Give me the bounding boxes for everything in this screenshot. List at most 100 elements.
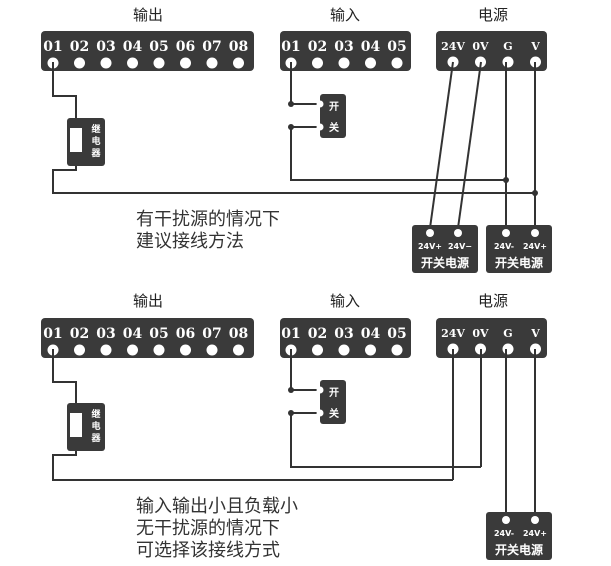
top-note-line-2: 建议接线方法 [136, 231, 244, 252]
bottom-input-terminal-label-3: 03 [334, 326, 353, 342]
top-output-header: 输出 [133, 6, 163, 24]
top-power-terminal-label-3: G [503, 40, 512, 53]
top-output-terminal-screw-7 [206, 57, 218, 69]
bottom-input-terminal-screw-3 [338, 344, 350, 356]
bottom-wire-output01-relay [52, 349, 77, 406]
bottom-relay-char-1: 继 [91, 408, 100, 420]
bottom-relay-char-2: 电 [91, 420, 100, 432]
bottom-supply-pin-1: 24V- [494, 529, 514, 538]
bottom-relay-char-3: 器 [90, 433, 101, 444]
bottom-wire-relay-common [52, 437, 453, 481]
top-wires [52, 61, 538, 229]
top-input-terminal-screw-3 [338, 57, 350, 69]
bottom-power-terminal-label-4: V [530, 327, 540, 340]
top-supply-b-pin-2: 24V+ [523, 242, 547, 251]
top-junction-v [532, 190, 538, 196]
bottom-output-terminal-screw-2 [74, 344, 85, 356]
bottom-output-terminal-label-7: 07 [202, 326, 221, 342]
top-input-terminal-screw-2 [312, 57, 323, 69]
top-input-terminal-label-3: 03 [334, 39, 353, 55]
top-supply-a-pin-2: 24V− [448, 242, 472, 251]
bottom-input-terminal-screw-2 [312, 344, 323, 356]
bottom-power-terminal-screw-3 [502, 343, 514, 355]
bottom-power-terminal-label-2: 0V [472, 327, 489, 340]
top-junction-switch-b [288, 124, 294, 130]
bottom-output-terminal-screw-8 [233, 344, 244, 356]
top-output-terminal-label-1: 01 [43, 39, 62, 55]
top-output-terminal-label-2: 02 [70, 39, 89, 55]
bottom-output-terminal-label-3: 03 [96, 326, 115, 342]
top-input-terminal-label-4: 04 [361, 39, 381, 55]
bottom-switch-char-1: 开 [329, 387, 339, 399]
bottom-note-line-2: 无干扰源的情况下 [136, 518, 280, 539]
bottom-output-terminal-screw-5 [153, 344, 165, 356]
bottom-input-header: 输入 [330, 292, 360, 310]
top-supply-box-a: 24V+ 24V− 开关电源 [412, 225, 478, 273]
bottom-junction-switch-b [288, 410, 294, 416]
bottom-input-terminal-screw-5 [391, 344, 403, 356]
top-supply-a-label: 开关电源 [421, 255, 469, 270]
top-output-terminal-screw-6 [180, 57, 191, 69]
top-relay-char-1: 继 [91, 123, 100, 135]
top-junction-g [503, 177, 509, 183]
bottom-output-terminal-block [41, 318, 254, 358]
top-wire-24v-supply [429, 61, 454, 229]
top-power-terminal-label-4: V [530, 40, 540, 53]
bottom-input-terminal-label-2: 02 [308, 326, 327, 342]
bottom-output-terminal-screw-7 [206, 344, 218, 356]
top-output-terminal-block [41, 31, 254, 71]
top-output-terminal-screw-3 [100, 57, 112, 69]
top-wire-input-common [290, 127, 506, 181]
top-relay-char-3: 器 [90, 148, 101, 159]
bottom-switch: 开 关 [316, 380, 346, 424]
top-switch-char-2: 关 [329, 121, 339, 134]
bottom-supply-label: 开关电源 [495, 542, 543, 557]
top-input-terminal-screw-4 [365, 57, 376, 69]
bottom-switch-char-2: 关 [329, 407, 339, 420]
bottom-input-terminal-label-4: 04 [361, 326, 381, 342]
bottom-input-terminal-screw-4 [365, 344, 376, 356]
bottom-supply-box: 24V- 24V+ 开关电源 [486, 512, 552, 560]
top-supply-b-pin-1: 24V- [494, 242, 514, 251]
bottom-output-terminal-screw-6 [180, 344, 191, 356]
top-power-terminal-label-2: 0V [472, 40, 489, 53]
top-input-header: 输入 [330, 6, 360, 24]
top-input-terminal-label-5: 05 [387, 39, 406, 55]
top-power-terminal-screw-3 [502, 56, 514, 68]
top-power-terminal-label-1: 24V [441, 40, 465, 53]
bottom-junction-switch [288, 387, 294, 393]
bottom-power-header: 电源 [478, 292, 508, 310]
top-relay-char-2: 电 [91, 135, 100, 147]
top-input-terminal-label-1: 01 [281, 39, 300, 55]
top-output-terminal-label-4: 04 [123, 39, 143, 55]
top-switch: 开 关 [316, 94, 346, 138]
bottom-power-terminal-block [436, 318, 547, 358]
bottom-supply-pin-2: 24V+ [523, 529, 547, 538]
top-output-terminal-label-5: 05 [149, 39, 168, 55]
bottom-output-terminal-screw-4 [127, 344, 138, 356]
top-output-terminal-label-6: 06 [176, 39, 195, 55]
top-power-terminal-block [436, 31, 547, 71]
bottom-note-line-1: 输入输出小且负载小 [136, 496, 298, 517]
top-switch-char-1: 开 [329, 101, 339, 113]
top-relay: 继 电 器 [67, 118, 105, 166]
bottom-output-terminal-label-4: 04 [123, 326, 143, 342]
top-wire-0v-supply [457, 61, 482, 229]
top-output-terminal-label-8: 08 [229, 39, 248, 55]
bottom-input-terminal-label-1: 01 [281, 326, 300, 342]
top-supply-b-label: 开关电源 [495, 255, 543, 270]
bottom-power-terminal-label-3: G [503, 327, 512, 340]
top-output-terminal-label-3: 03 [96, 39, 115, 55]
bottom-output-header: 输出 [133, 292, 163, 310]
bottom-relay: 继 电 器 [67, 403, 105, 451]
top-input-terminal-screw-5 [391, 57, 403, 69]
top-supply-a-pin-1: 24V+ [418, 242, 442, 251]
top-output-terminal-screw-4 [127, 57, 138, 69]
